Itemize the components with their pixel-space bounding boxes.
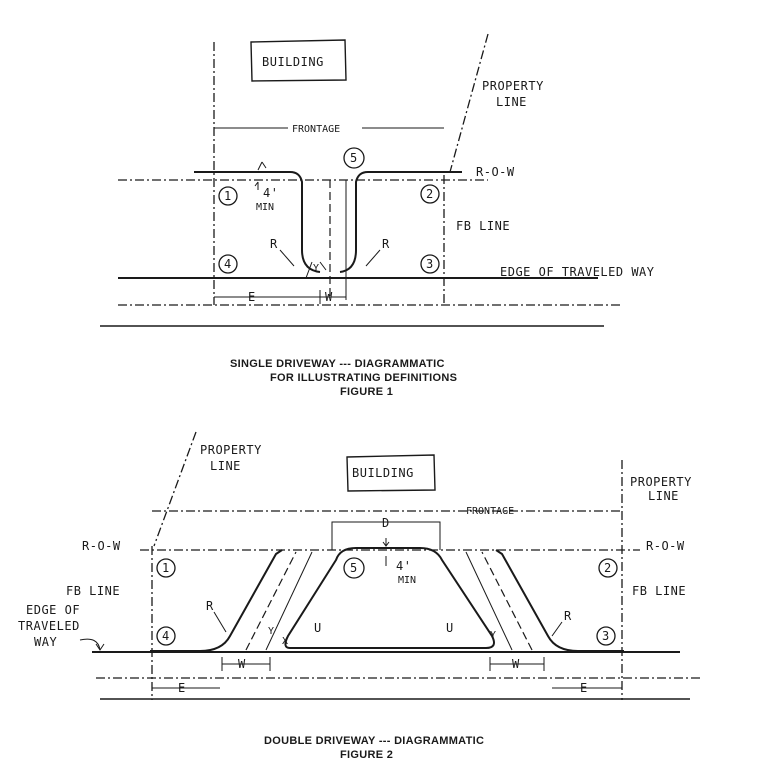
fig2-y-label-left: Y bbox=[268, 626, 274, 637]
fig2-central-island bbox=[284, 547, 495, 649]
fig1-edge-label: EDGE OF TRAVELED WAY bbox=[500, 265, 655, 279]
fig2-frontage-label: FRONTAGE bbox=[466, 506, 514, 517]
fig2-four-min-arrow bbox=[382, 538, 390, 566]
figure-1: BUILDING PROPERTY LINE FRONTAGE R-O-W FB… bbox=[100, 33, 655, 398]
fig2-right-driveway-inner bbox=[465, 551, 513, 651]
fig2-caption-line-1: DOUBLE DRIVEWAY --- DIAGRAMMATIC bbox=[264, 735, 484, 747]
fig1-property-line-label-2: LINE bbox=[496, 95, 527, 109]
fig1-point-5-label: 5 bbox=[350, 151, 358, 165]
fig2-point-1 bbox=[156, 558, 176, 578]
fig1-caption-line-3: FIGURE 1 bbox=[340, 386, 393, 398]
fig2-r-label-left: R bbox=[206, 599, 214, 613]
fig2-point-3 bbox=[596, 626, 616, 646]
fig2-w-label-right: W bbox=[512, 657, 520, 671]
fig2-left-driveway-dashed bbox=[245, 551, 297, 651]
fig2-r-label-right: R bbox=[564, 609, 572, 623]
fig2-building-label: BUILDING bbox=[352, 466, 414, 480]
fig1-point-4 bbox=[218, 254, 238, 274]
fig1-r-label-left: R bbox=[270, 237, 278, 251]
fig2-right-property-label-1: PROPERTY bbox=[630, 475, 692, 489]
fig1-point-4-label: 4 bbox=[224, 257, 232, 271]
fig2-right-driveway-dashed bbox=[481, 551, 533, 651]
fig2-d-bracket bbox=[331, 521, 441, 550]
fig2-building-box bbox=[346, 454, 436, 492]
fig2-r-leader-left bbox=[213, 611, 227, 633]
figure-2: BUILDING PROPERTY LINE PROPERTY LINE FRO… bbox=[18, 431, 700, 761]
fig1-point-3-label: 3 bbox=[426, 257, 434, 271]
fig1-fb-line-label: FB LINE bbox=[456, 219, 510, 233]
fig1-four-min-arrow-top bbox=[257, 161, 267, 171]
fig1-building-label: BUILDING bbox=[262, 55, 324, 69]
fig2-x-label-left: X bbox=[282, 636, 288, 647]
fig2-edge-label-2: TRAVELED bbox=[18, 619, 80, 633]
fig2-fb-line-label-right: FB LINE bbox=[632, 584, 686, 598]
fig1-building-box bbox=[250, 39, 347, 82]
fig2-point-1-label: 1 bbox=[162, 561, 170, 575]
fig1-y-label: Y bbox=[313, 263, 319, 274]
fig1-caption-line-1: SINGLE DRIVEWAY --- DIAGRAMMATIC bbox=[230, 358, 445, 370]
fig2-point-2 bbox=[598, 558, 618, 578]
fig2-u-label-left: U bbox=[314, 621, 322, 635]
fig1-fb-line-right bbox=[339, 171, 462, 273]
fig2-left-property-label-1: PROPERTY bbox=[200, 443, 262, 457]
fig1-caption-line-2: FOR ILLUSTRATING DEFINITIONS bbox=[270, 372, 457, 384]
fig1-frontage-label: FRONTAGE bbox=[292, 124, 340, 135]
fig1-point-3 bbox=[420, 254, 440, 274]
fig1-point-1-label: 1 bbox=[224, 189, 232, 203]
fig1-point-1 bbox=[218, 186, 238, 206]
fig2-point-3-label: 3 bbox=[602, 629, 610, 643]
fig1-right-property-line bbox=[449, 33, 489, 173]
fig2-u-label-right: U bbox=[446, 621, 454, 635]
fig2-point-4 bbox=[156, 626, 176, 646]
fig1-four-min-label-1: 4' bbox=[263, 186, 278, 200]
fig2-four-min-label-2: MIN bbox=[398, 575, 416, 586]
fig2-y-label-right: Y bbox=[490, 630, 496, 641]
fig1-r-label-right: R bbox=[382, 237, 390, 251]
fig2-left-driveway-inner bbox=[265, 551, 313, 651]
fig1-point-2-label: 2 bbox=[426, 187, 434, 201]
fig2-left-property-line bbox=[153, 431, 197, 547]
fig2-w-label-left: W bbox=[238, 657, 246, 671]
fig2-r-leader-right bbox=[551, 621, 563, 637]
fig2-d-label: D bbox=[382, 516, 390, 530]
fig2-four-min-label-1: 4' bbox=[396, 559, 411, 573]
fig1-e-label: E bbox=[248, 290, 256, 304]
fig2-left-property-label-2: LINE bbox=[210, 459, 241, 473]
fig2-right-curb bbox=[495, 549, 624, 652]
fig2-row-label-right: R-O-W bbox=[646, 539, 685, 553]
fig1-w-label: W bbox=[325, 290, 333, 304]
fig2-edge-label-3: WAY bbox=[34, 635, 57, 649]
fig1-point-5 bbox=[343, 147, 365, 169]
fig2-edge-label-1: EDGE OF bbox=[26, 603, 80, 617]
fig1-row-label: R-O-W bbox=[476, 165, 515, 179]
fig2-point-5 bbox=[343, 557, 365, 579]
fig1-r-leader-right bbox=[365, 249, 381, 267]
fig2-point-4-label: 4 bbox=[162, 629, 170, 643]
fig1-fb-line-left bbox=[194, 171, 321, 273]
fig2-edge-arrow bbox=[79, 638, 105, 651]
fig1-y-arrows bbox=[305, 261, 327, 279]
fig2-point-2-label: 2 bbox=[604, 561, 612, 575]
fig2-caption-line-2: FIGURE 2 bbox=[340, 749, 393, 761]
fig1-four-min-label-2: MIN bbox=[256, 202, 274, 213]
fig2-row-label-left: R-O-W bbox=[82, 539, 121, 553]
fig2-e-label-left: E bbox=[178, 681, 186, 695]
fig2-fb-line-label-left: FB LINE bbox=[66, 584, 120, 598]
fig1-r-leader-left bbox=[279, 249, 295, 267]
fig1-four-min-arrow-bottom bbox=[254, 181, 259, 190]
fig1-property-line-label-1: PROPERTY bbox=[482, 79, 544, 93]
fig2-point-5-label: 5 bbox=[350, 561, 358, 575]
fig2-right-property-label-2: LINE bbox=[648, 489, 679, 503]
fig1-point-2 bbox=[420, 184, 440, 204]
fig2-left-curb bbox=[150, 549, 283, 652]
fig2-e-label-right: E bbox=[580, 681, 588, 695]
